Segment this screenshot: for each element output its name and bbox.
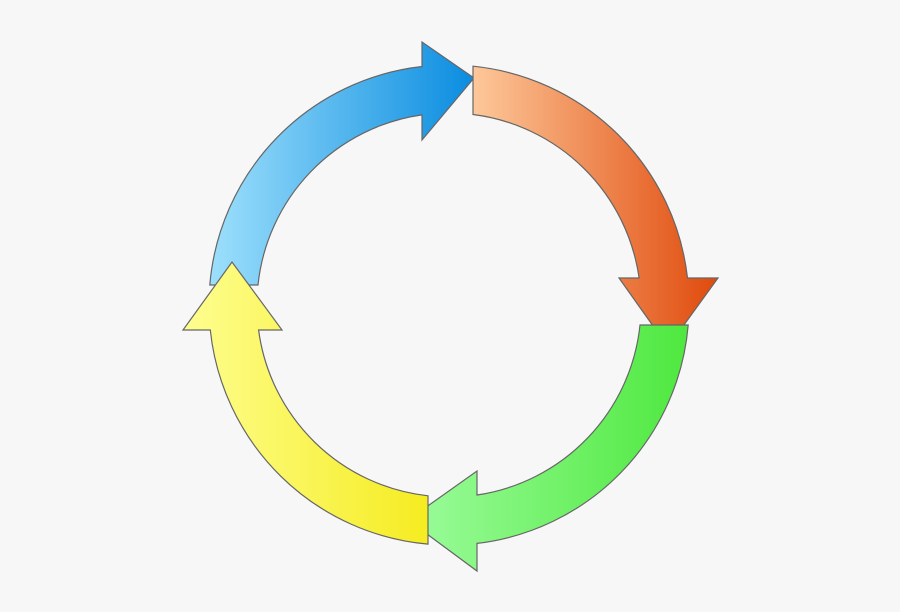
blue-arrow	[209, 40, 475, 286]
green-arrow	[406, 324, 689, 573]
orange-arrow	[472, 65, 720, 349]
yellow-arrow	[181, 260, 429, 545]
